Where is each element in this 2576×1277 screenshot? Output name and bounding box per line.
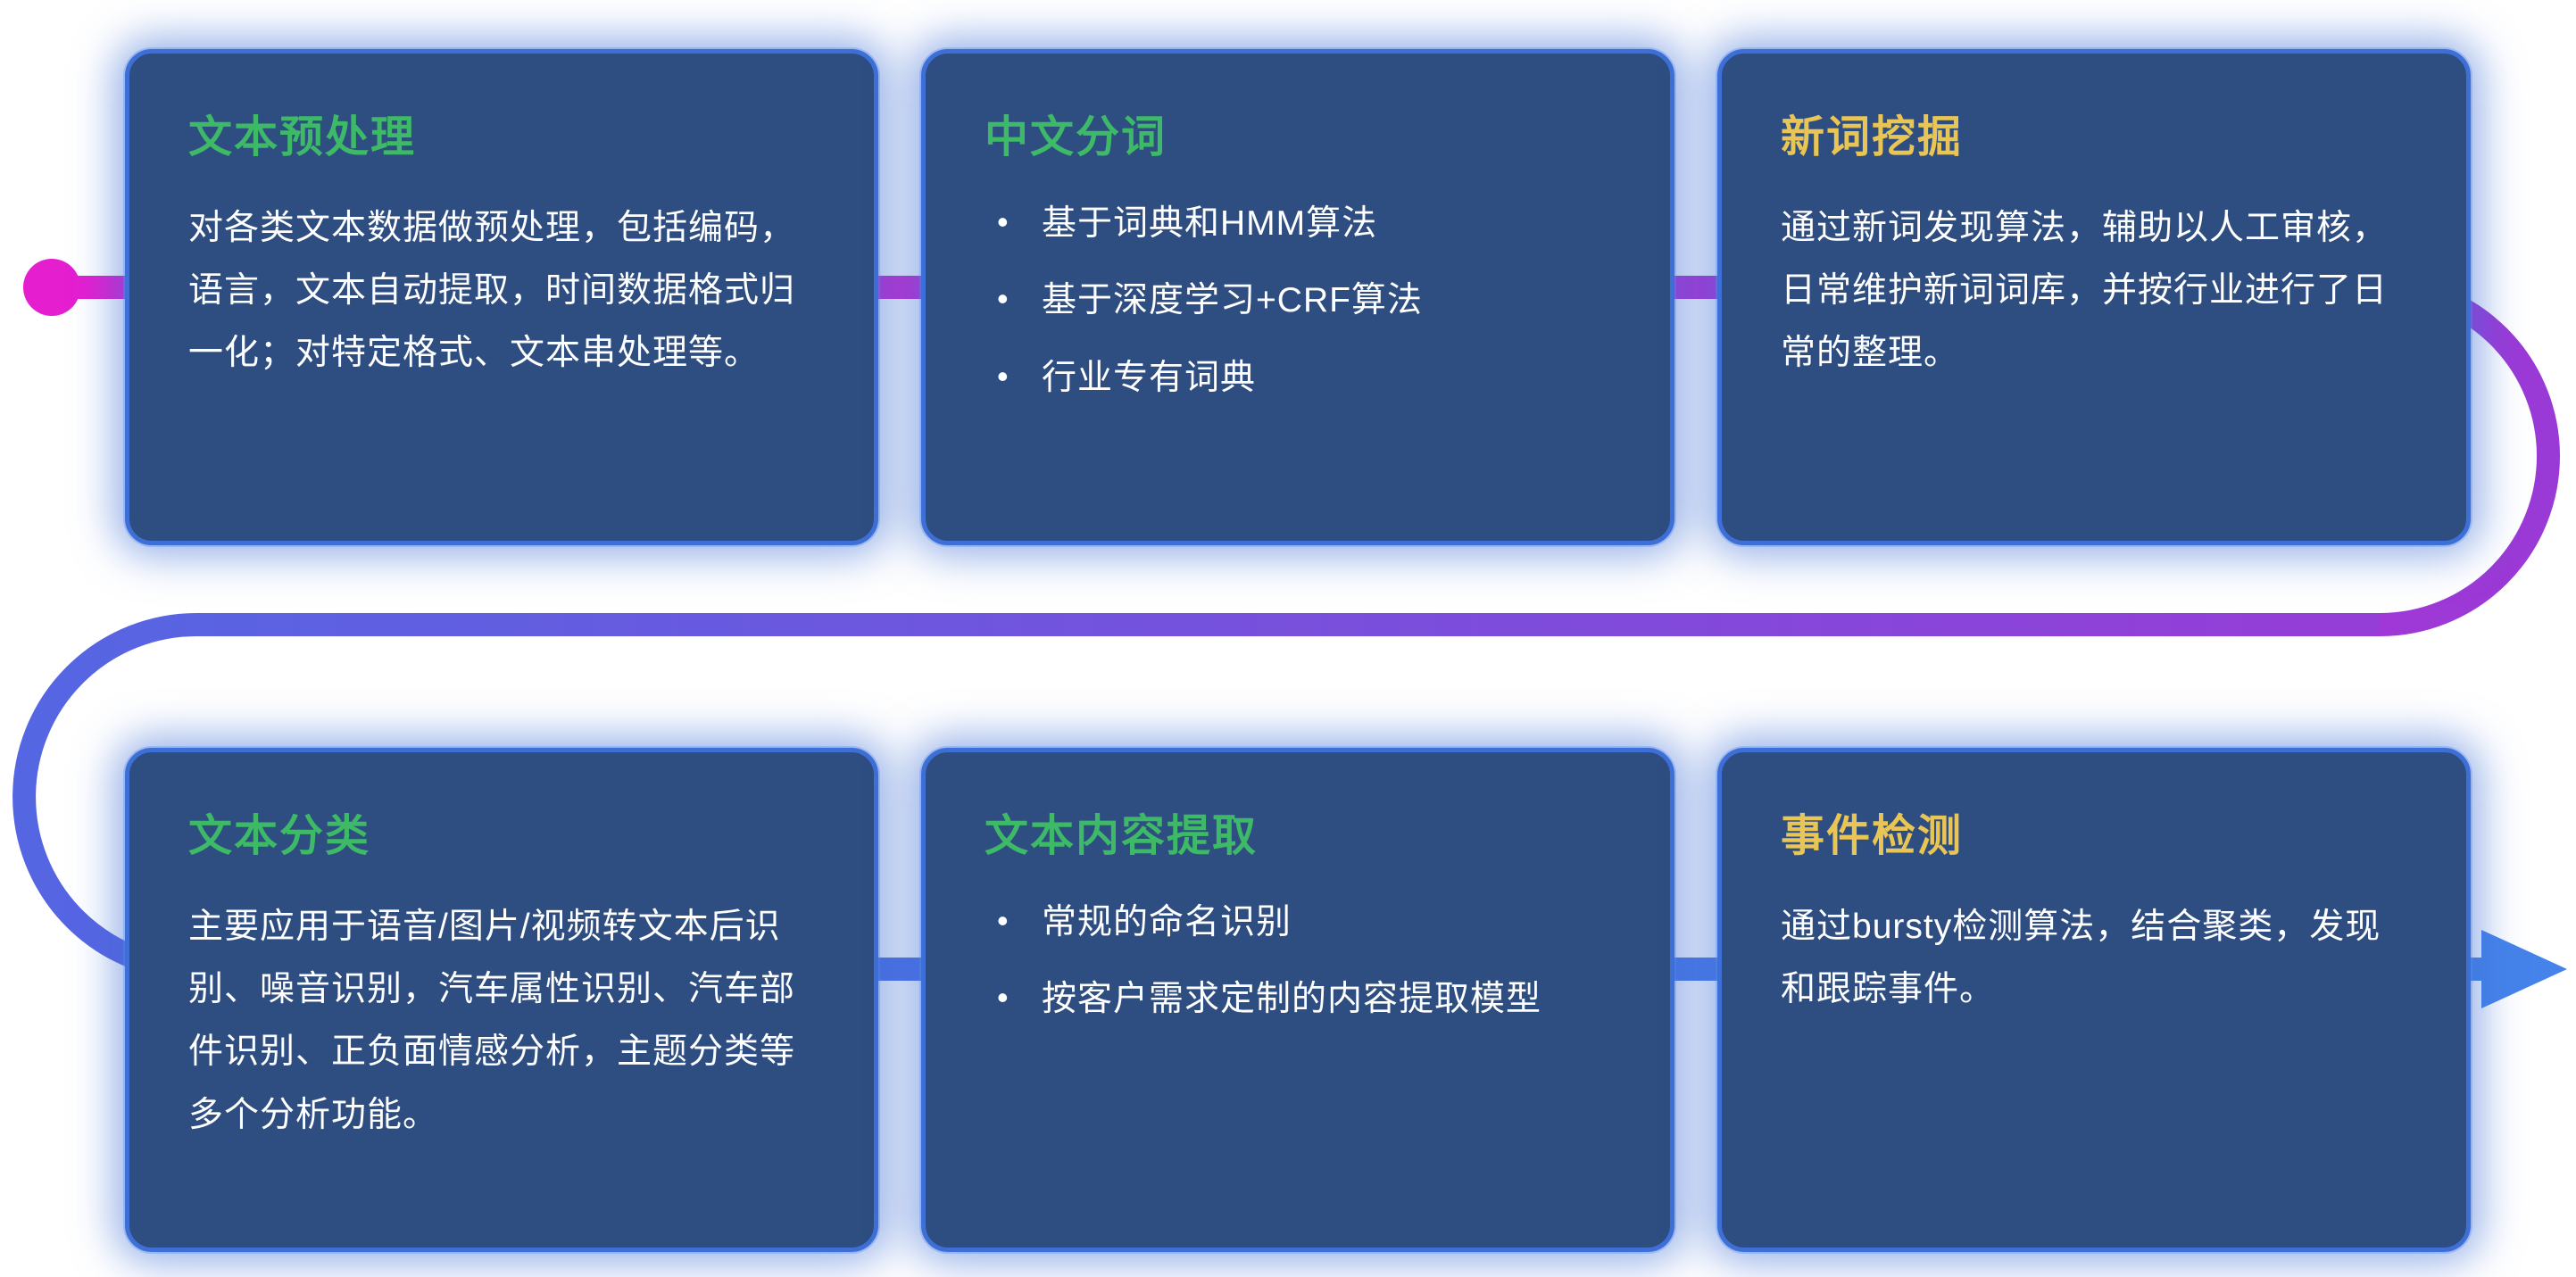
bullet-item: 常规的命名识别 (985, 896, 1618, 949)
card-new-word-mining: 新词挖掘 通过新词发现算法，辅助以人工审核，日常维护新词词库，并按行业进行了日常… (1717, 49, 2471, 545)
card-text-content-extraction: 文本内容提取 常规的命名识别 按客户需求定制的内容提取模型 (921, 748, 1674, 1252)
card-text-classification: 文本分类 主要应用于语音/图片/视频转文本后识别、噪音识别，汽车属性识别、汽车部… (125, 748, 878, 1252)
bullet-item: 基于深度学习+CRF算法 (985, 274, 1618, 328)
card-title: 文本内容提取 (985, 812, 1259, 860)
bullet-list: 基于词典和HMM算法 基于深度学习+CRF算法 行业专有词典 (985, 197, 1618, 405)
card-title: 新词挖掘 (1781, 113, 1964, 162)
bullet-item: 行业专有词典 (985, 352, 1618, 405)
card-text-preprocessing: 文本预处理 对各类文本数据做预处理，包括编码，语言，文本自动提取，时间数据格式归… (125, 49, 878, 545)
bullet-item: 按客户需求定制的内容提取模型 (985, 973, 1618, 1026)
card-chinese-word-segmentation: 中文分词 基于词典和HMM算法 基于深度学习+CRF算法 行业专有词典 (921, 49, 1674, 545)
card-title: 事件检测 (1781, 812, 1964, 860)
card-event-detection: 事件检测 通过bursty检测算法，结合聚类，发现和跟踪事件。 (1717, 748, 2471, 1252)
flow-end-arrow-icon (2481, 930, 2567, 1008)
card-title: 中文分词 (985, 113, 1168, 162)
card-body: 通过新词发现算法，辅助以人工审核，日常维护新词词库，并按行业进行了日常的整理。 (1781, 209, 2389, 373)
card-body: 主要应用于语音/图片/视频转文本后识别、噪音识别，汽车属性识别、汽车部件识别、正… (188, 908, 796, 1134)
card-body: 通过bursty检测算法，结合聚类，发现和跟踪事件。 (1781, 908, 2381, 1009)
flow-line-middle (12, 613, 2380, 981)
card-body: 对各类文本数据做预处理，包括编码，语言，文本自动提取，时间数据格式归一化；对特定… (188, 209, 796, 373)
bullet-item: 基于词典和HMM算法 (985, 197, 1618, 251)
card-title: 文本分类 (188, 812, 371, 860)
card-title: 文本预处理 (188, 113, 417, 162)
bullet-list: 常规的命名识别 按客户需求定制的内容提取模型 (985, 896, 1618, 1027)
flow-start-dot (23, 259, 80, 316)
